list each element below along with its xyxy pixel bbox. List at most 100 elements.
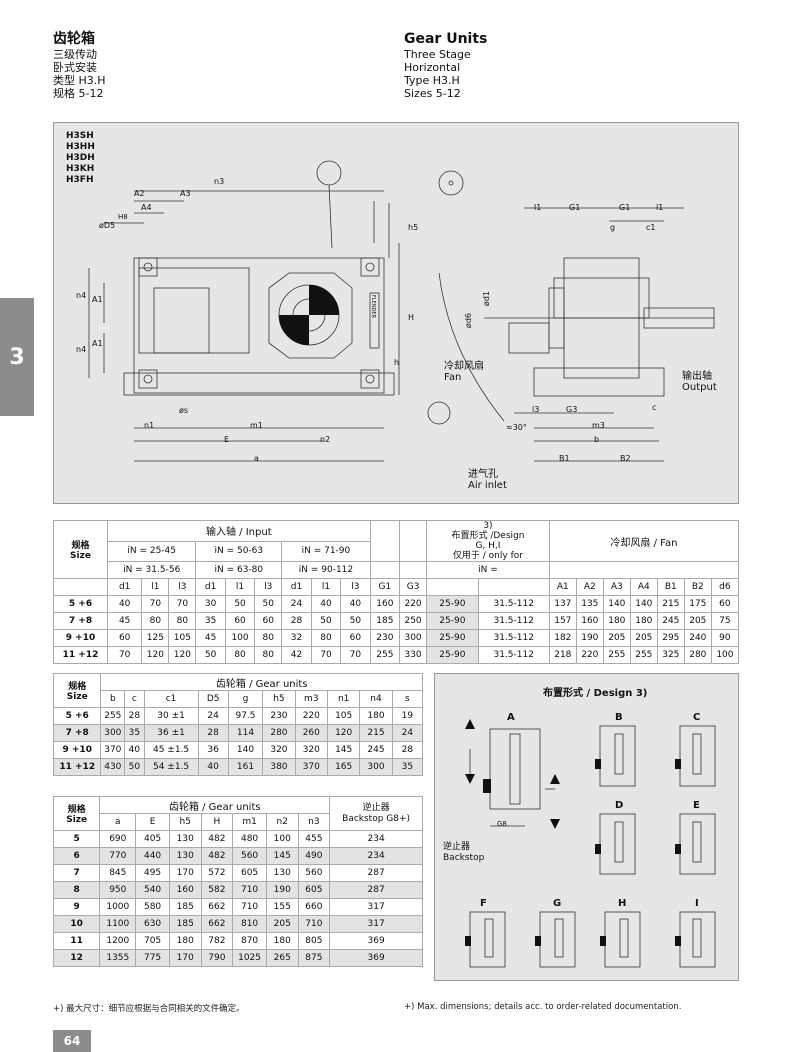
value-cell: 370 — [294, 758, 328, 776]
value-cell: 50 — [254, 595, 283, 613]
value-cell: 114 — [227, 724, 264, 742]
dim-a: a — [254, 454, 259, 463]
value-cell: 317 — [329, 898, 423, 916]
value-cell: 300 — [359, 758, 393, 776]
backstop-label: 逆止器 Backstop — [443, 842, 484, 864]
dim-h5: h5 — [408, 223, 419, 232]
value-cell: 215 — [359, 724, 393, 742]
value-cell: 70 — [168, 595, 197, 613]
value-cell: 125 — [141, 629, 170, 647]
value-cell: 160 — [369, 595, 401, 613]
value-cell: 255 — [369, 646, 401, 664]
value-cell: 660 — [297, 898, 331, 916]
subtitle-cn-2: 卧式安装 — [53, 61, 97, 74]
design-only: 仅用于 / only for — [452, 551, 523, 561]
dim-n4-bottom: n4 — [76, 345, 87, 354]
value-cell: 295 — [656, 629, 685, 647]
value-cell: 405 — [135, 830, 170, 848]
value-cell: 180 — [265, 932, 299, 950]
value-cell: 220 — [575, 646, 604, 664]
value-cell: 560 — [232, 847, 267, 865]
value-cell: 160 — [168, 881, 202, 899]
backstop-label-cn: 逆止器 — [443, 842, 471, 852]
type-list: H3SH H3HH H3DH H3KH H3FH — [66, 131, 95, 186]
subtitle-cn-4: 规格 5-12 — [53, 87, 104, 100]
subtitle-cn-1: 三级传动 — [53, 48, 97, 61]
output-label-cn: 输出轴 — [682, 371, 712, 382]
fan-label: 冷却风扇 Fan — [444, 361, 484, 383]
value-cell: 140 — [629, 595, 658, 613]
technical-drawing: H3SH H3HH H3DH H3KH H3FH — [53, 122, 739, 504]
value-cell: 170 — [168, 949, 202, 967]
nameplate: FLENDER — [370, 295, 376, 319]
value-cell: 130 — [168, 847, 202, 865]
value-cell: 25-90 — [426, 629, 479, 647]
value-cell: 1025 — [232, 949, 267, 967]
dim-m1: m1 — [250, 421, 263, 430]
value-cell: 230 — [262, 707, 296, 725]
type-label: H3KH — [66, 164, 95, 174]
col-header: D5 — [197, 690, 229, 708]
subtitle-en-3: Type H3.H — [404, 74, 460, 87]
design-label-e: E — [693, 800, 700, 811]
col-header: d1 — [281, 578, 312, 596]
col-header: G3 — [399, 578, 428, 596]
header-cn: 齿轮箱 三级传动 卧式安装 类型 H3.H 规格 5-12 — [53, 30, 106, 100]
col-header: H — [200, 813, 234, 831]
size-cell: 12 — [52, 949, 101, 967]
dim-b1: B1 — [559, 454, 570, 463]
dim-n4-top: n4 — [76, 291, 87, 300]
size-header-cn: 规格 — [71, 541, 90, 551]
size-cell: 5 — [52, 830, 101, 848]
col-header: B1 — [656, 578, 685, 596]
design-diagrams — [465, 719, 716, 968]
ratio-range: iN = 71-90 — [281, 540, 371, 562]
value-cell: 280 — [262, 724, 296, 742]
value-cell: 234 — [329, 847, 423, 865]
size-cell: 6 — [52, 847, 101, 865]
value-cell: 325 — [656, 646, 685, 664]
value-cell: 705 — [135, 932, 170, 950]
size-cell: 11 +12 — [53, 646, 108, 664]
value-cell: 75 — [710, 612, 740, 630]
fan-label-en: Fan — [444, 372, 462, 383]
dim-s: øs — [179, 406, 189, 415]
value-cell: 35 — [124, 724, 145, 742]
value-cell: 480 — [232, 830, 267, 848]
value-cell: 540 — [135, 881, 170, 899]
value-cell: 370 — [100, 741, 126, 759]
value-cell: 369 — [329, 949, 423, 967]
value-cell: 80 — [168, 612, 197, 630]
value-cell: 582 — [200, 881, 234, 899]
value-cell: 1000 — [99, 898, 137, 916]
value-cell: 31.5-112 — [477, 612, 550, 630]
dim-l3: l3 — [532, 405, 540, 414]
size-header-en: Size — [66, 815, 88, 825]
design-label-g: G — [553, 898, 562, 909]
value-cell: 60 — [254, 612, 283, 630]
value-cell: 50 — [124, 758, 145, 776]
dim-g3: G3 — [566, 405, 578, 414]
value-cell: 245 — [359, 741, 393, 759]
value-cell: 205 — [602, 629, 631, 647]
value-cell: 120 — [326, 724, 361, 742]
col-header: c — [124, 690, 145, 708]
value-cell: 137 — [548, 595, 577, 613]
value-cell: 287 — [329, 864, 423, 882]
dim-angle: ≈30° — [506, 423, 527, 432]
value-cell: 157 — [548, 612, 577, 630]
value-cell: 280 — [683, 646, 712, 664]
value-cell: 495 — [135, 864, 170, 882]
value-cell: 60 — [710, 595, 740, 613]
col-header: l1 — [141, 578, 170, 596]
value-cell: 215 — [656, 595, 685, 613]
value-cell: 300 — [399, 629, 428, 647]
footnote-cn: +) 最大尺寸：细节应根据与合同相关的文件确定。 — [53, 1004, 245, 1014]
dim-a1-bottom: A1 — [92, 339, 103, 348]
size-cell: 7 — [52, 864, 101, 882]
